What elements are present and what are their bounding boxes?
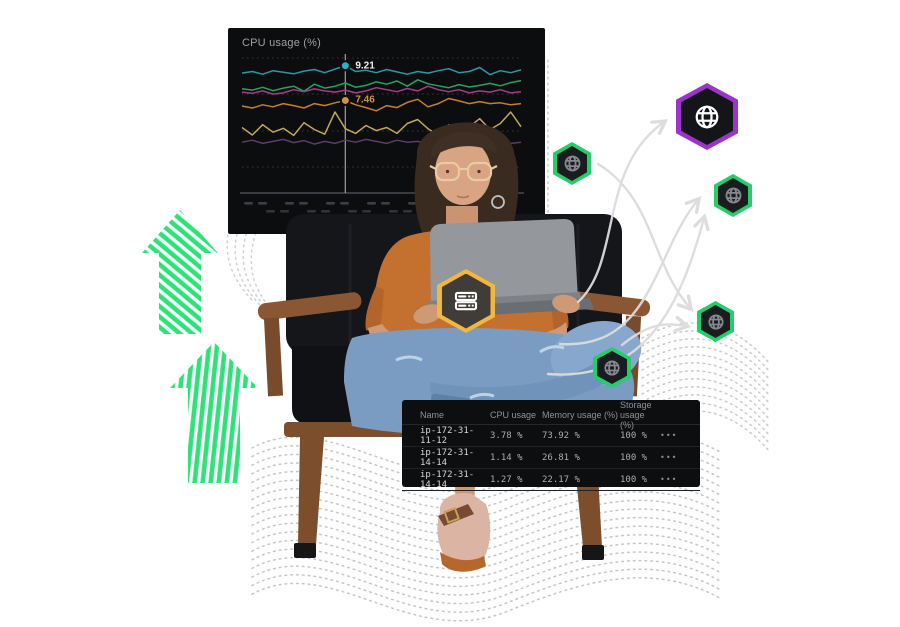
cpu-value: 3.78 %	[490, 430, 523, 441]
col-header-name: Name	[420, 410, 445, 420]
glasses	[429, 161, 498, 182]
server-monitoring-table: Name CPU usage Memory usage (%) Storage …	[402, 400, 700, 491]
memory-value: 73.92 %	[542, 430, 580, 441]
storage-value: 100 %	[620, 474, 648, 485]
connector-to-node2-b	[546, 218, 704, 376]
table-row: ip-172-31-14-14 1.27 % 22.17 % 100 % •••	[402, 469, 700, 491]
row-actions-icon[interactable]: •••	[660, 475, 678, 484]
growth-arrow-up-small	[142, 210, 218, 334]
cpu-value: 1.27 %	[490, 474, 523, 485]
globe-icon	[725, 187, 741, 204]
hoop-earring	[491, 195, 505, 209]
cpu-usage-line-chart	[240, 54, 524, 213]
table-row: ip-172-31-11-12 3.78 % 73.92 % 100 % •••	[402, 425, 700, 447]
hexagon-node-globe-green-3	[697, 301, 734, 342]
globe-icon	[604, 359, 620, 376]
storage-value: 100 %	[620, 430, 648, 441]
row-actions-icon[interactable]: •••	[660, 431, 678, 440]
cpu-value: 1.14 %	[490, 452, 523, 463]
chair-leg-left	[298, 437, 324, 545]
crosshair-value-label-bottom: 7.46	[355, 94, 375, 106]
crosshair-value-label-top: 9.21	[355, 60, 375, 72]
globe-icon	[695, 105, 719, 128]
left-armrest	[257, 292, 362, 321]
col-header-cpu: CPU usage	[490, 410, 537, 420]
globe-icon	[707, 313, 724, 330]
server-name: ip-172-31-14-14	[420, 469, 475, 490]
memory-value: 22.17 %	[542, 474, 580, 485]
server-name: ip-172-31-14-14	[420, 447, 475, 468]
col-header-storage: Storage usage (%)	[620, 400, 652, 430]
col-header-memory: Memory usage (%)	[542, 410, 619, 420]
table-row: ip-172-31-14-14 1.14 % 26.81 % 100 % •••	[402, 447, 700, 469]
table-header-row: Name CPU usage Memory usage (%) Storage …	[402, 400, 700, 430]
storage-value: 100 %	[620, 452, 648, 463]
row-actions-icon[interactable]: •••	[660, 453, 678, 462]
face	[435, 139, 491, 205]
growth-arrow-up-large	[170, 342, 258, 483]
chart-title: CPU usage (%)	[242, 37, 322, 49]
connector-node4-to-node3	[620, 324, 686, 347]
server-name: ip-172-31-11-12	[420, 425, 475, 446]
server-rack-icon	[454, 291, 478, 311]
memory-value: 26.81 %	[542, 452, 580, 463]
connector-to-node2-a	[558, 200, 698, 346]
connector-to-purple-node	[576, 122, 664, 304]
globe-icon	[564, 155, 580, 172]
